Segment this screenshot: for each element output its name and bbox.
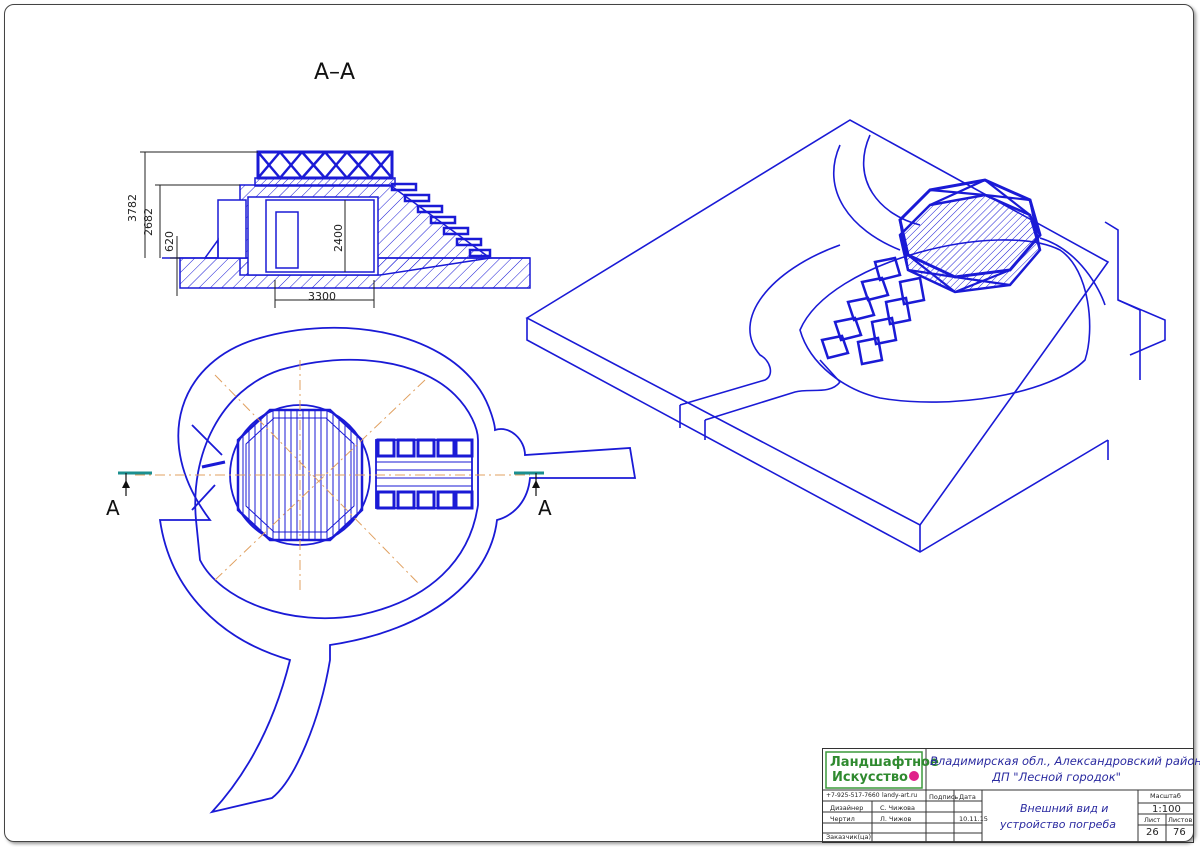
dim-total-height: 3782 — [126, 194, 139, 222]
cut-marker-right: А — [538, 496, 552, 520]
sheet-frame — [4, 4, 1194, 842]
role-drafter: Чертил — [830, 815, 855, 823]
address-line1: Владимирская обл., Александровский район… — [930, 754, 1200, 768]
title-block: Ландшафтное Искусство +7-925-517-7660 la… — [822, 748, 1200, 843]
cut-marker-left: А — [106, 496, 120, 520]
phone: +7-925-517-7660 — [826, 792, 880, 799]
cut-markers — [118, 471, 544, 496]
logo-line1: Ландшафтное — [830, 755, 939, 770]
dim-mound-height: 2682 — [142, 208, 155, 236]
section-view — [140, 150, 531, 308]
sheets-total: 76 — [1173, 827, 1186, 838]
sheet-number: 26 — [1146, 827, 1159, 838]
dim-room-height: 2400 — [332, 224, 345, 252]
scale-label: Масштаб — [1150, 792, 1181, 800]
name-designer: С. Чижова — [880, 804, 915, 812]
dim-ground-offset: 620 — [163, 231, 176, 252]
scale-value: 1:100 — [1152, 804, 1181, 815]
section-title: А–А — [314, 60, 356, 85]
sheets-label: Листов — [1168, 816, 1193, 824]
sheet-title-line2: устройство погреба — [1000, 818, 1116, 831]
address-line2: ДП "Лесной городок" — [992, 770, 1121, 784]
col-sign: Подпись — [929, 793, 959, 801]
isometric-view — [525, 119, 1166, 553]
sheet-title-line1: Внешний вид и — [1020, 802, 1109, 815]
site: landy-art.ru — [882, 792, 918, 799]
name-drafter: Л. Чижов — [880, 815, 912, 823]
logo-line2: Искусство — [832, 770, 908, 785]
date: 10.11.15 — [959, 815, 988, 823]
plan-view — [135, 326, 637, 814]
role-designer: Дизайнер — [830, 804, 864, 812]
title-block-grid — [822, 748, 1194, 843]
sheet-label: Лист — [1144, 816, 1161, 824]
role-customer: Заказчик(ца) — [826, 833, 871, 841]
col-date: Дата — [959, 793, 976, 801]
dim-room-width: 3300 — [308, 290, 336, 303]
